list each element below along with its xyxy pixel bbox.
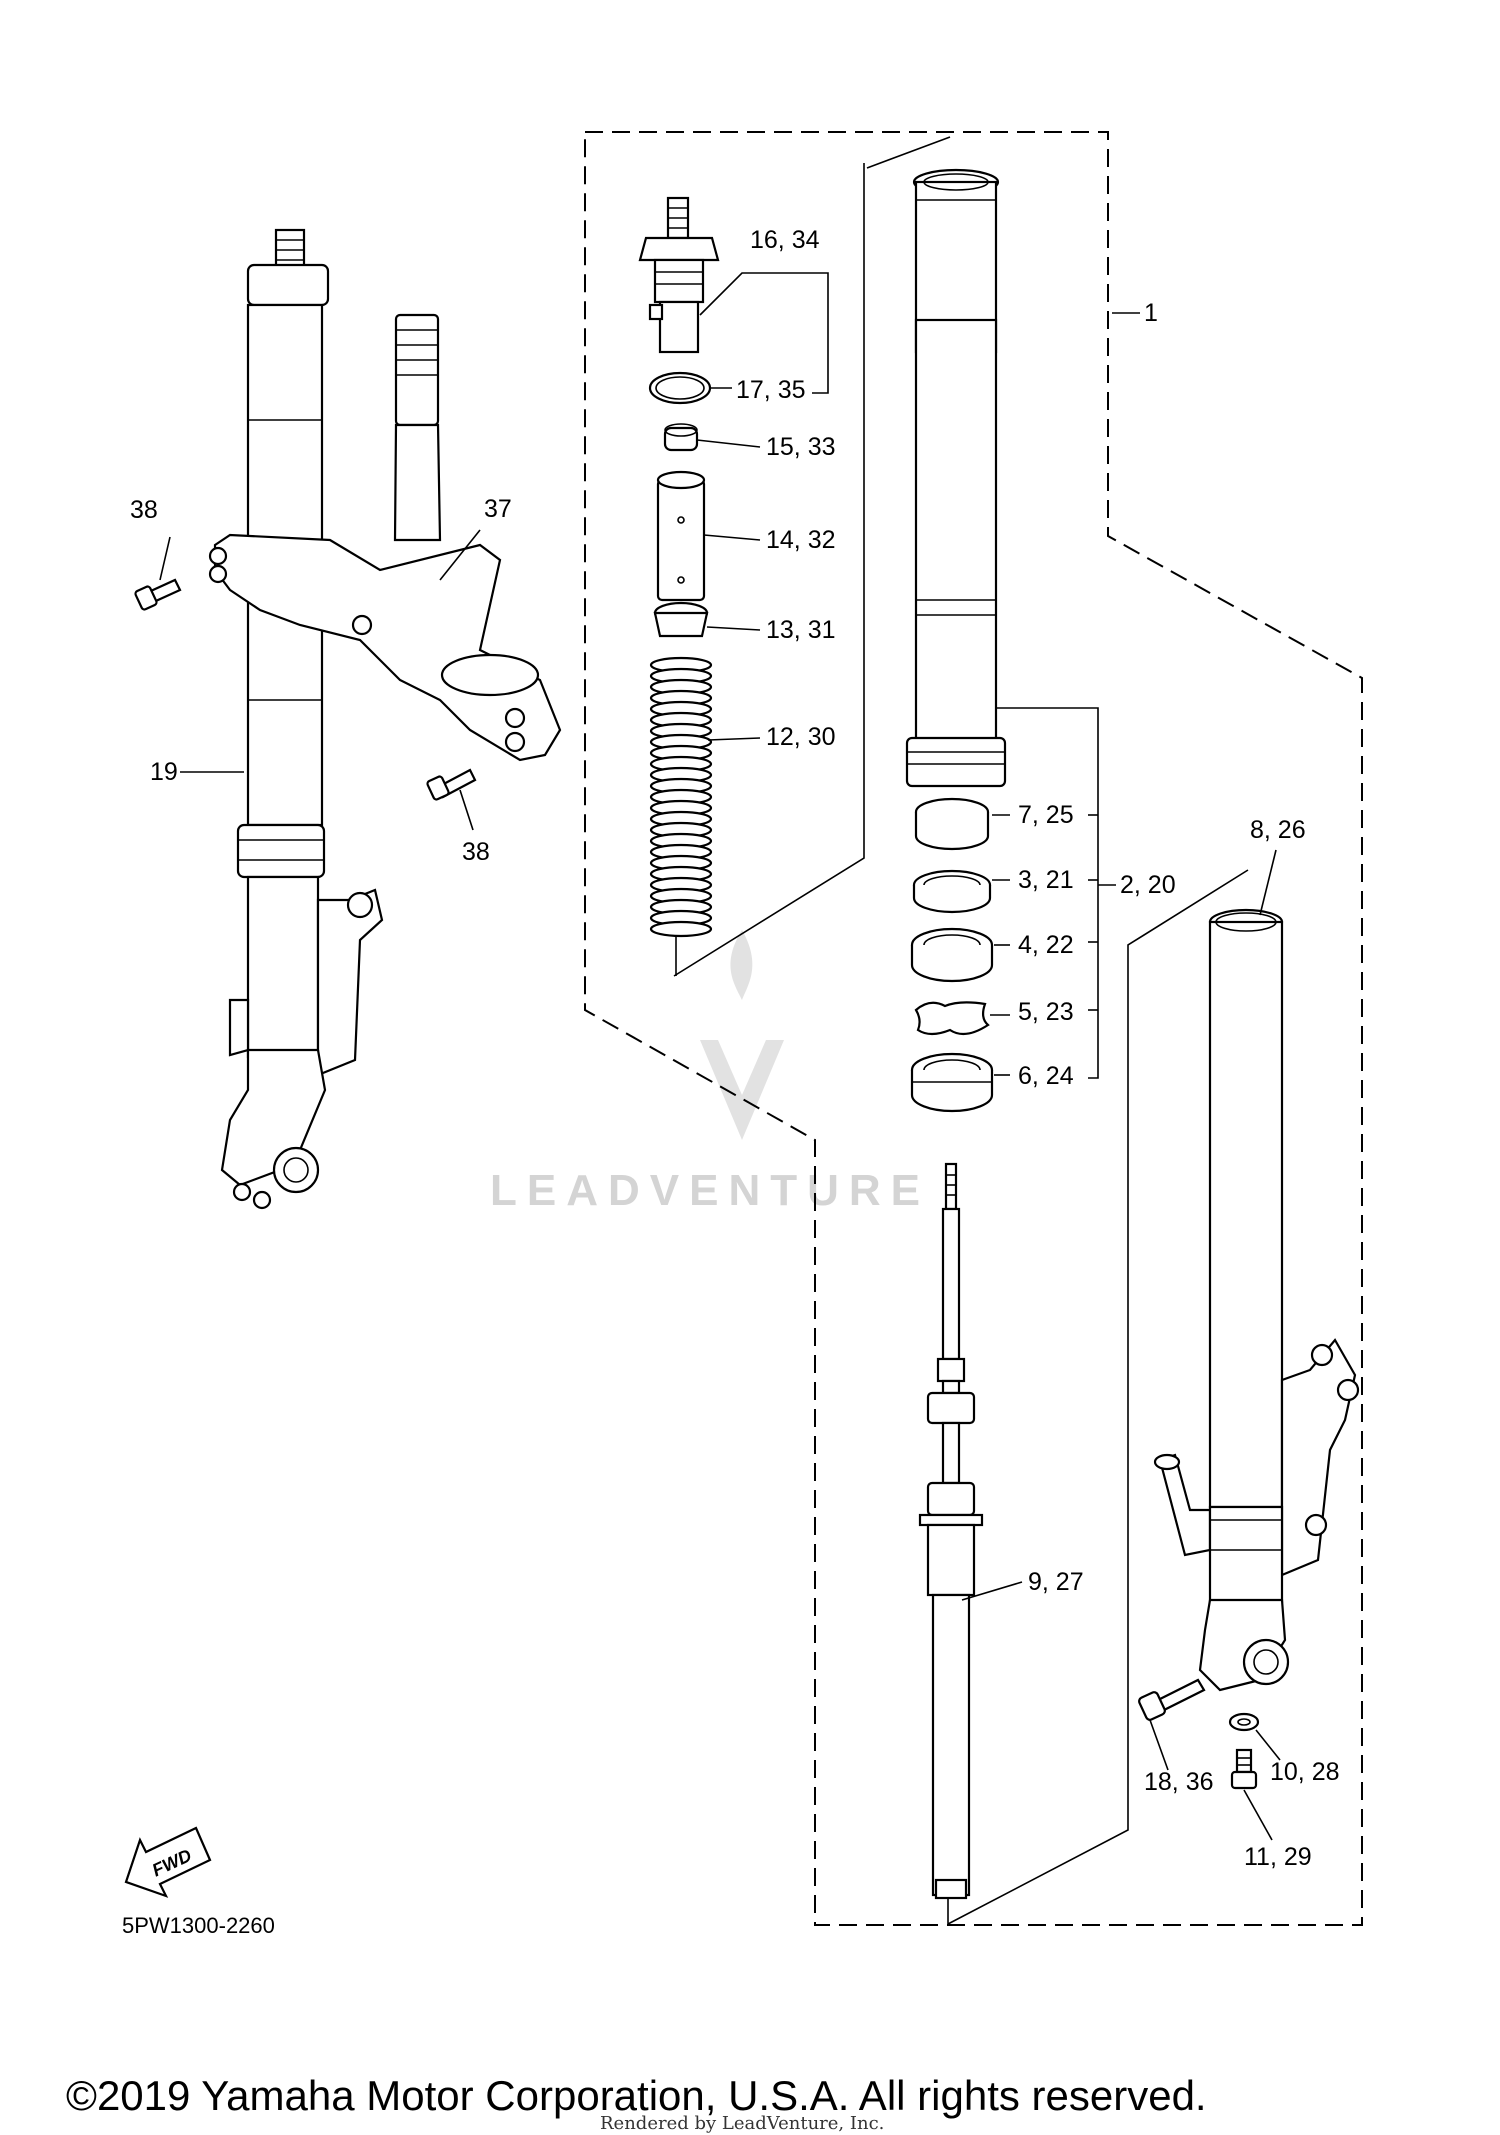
callout-14-32: 14, 32 [766,526,836,554]
washer [1228,1712,1260,1732]
diagram-code: 5PW1300-2260 [122,1913,275,1938]
assembly-boundary [584,131,1363,1926]
callout-10-28: 10, 28 [1270,1758,1340,1786]
callout-38-upper: 38 [130,496,158,524]
callout-15-33: 15, 33 [766,433,836,461]
callout-4-22: 4, 22 [1018,931,1074,959]
callout-18-36: 18, 36 [1144,1768,1214,1796]
fork-spring [649,656,713,938]
callout-2-20: 2, 20 [1120,871,1176,899]
callout-11-29: 11, 29 [1244,1843,1312,1871]
callout-7-25: 7, 25 [1018,801,1074,829]
rendered-by-notice: Rendered by LeadVenture, Inc. [600,2113,884,2134]
inner-tube [1153,908,1360,1692]
fwd-arrow-icon: FWD [124,1826,212,1898]
explode-frame-lines [673,136,1249,1925]
nut [663,423,699,452]
dust-seal [910,1052,994,1113]
bolt-38-upper [134,578,182,611]
callout-3-21: 3, 21 [1018,866,1074,894]
cap-bolt [638,196,720,354]
callout-1: 1 [1144,299,1158,327]
spacer-pipe [656,470,706,602]
outer-tube [905,168,1007,788]
callout-16-34: 16, 34 [750,226,820,254]
assembled-fork-left [220,228,384,1210]
callout-5-23: 5, 23 [1018,998,1074,1026]
bolt-38-lower [426,768,477,801]
callout-17-35: 17, 35 [736,376,806,404]
oil-seal-washer [912,869,992,914]
callout-19: 19 [150,758,178,786]
drain-bolt [1230,1748,1258,1790]
callout-12-30: 12, 30 [766,723,836,751]
watermark-text: LEADVENTURE [490,1166,930,1215]
callout-9-27: 9, 27 [1028,1568,1084,1596]
slide-bushing [914,797,990,851]
steering-stem-bracket [208,313,562,762]
damper-rod [918,1162,984,1900]
callout-38-lower: 38 [462,838,490,866]
leader-lines [159,272,1281,1841]
copyright-notice: ©2019 Yamaha Motor Corporation, U.S.A. A… [66,2072,1207,2119]
callout-13-31: 13, 31 [766,616,836,644]
callout-6-24: 6, 24 [1018,1062,1074,1090]
axle-pinch-bolt [1138,1678,1206,1721]
leadventure-watermark: LEADVENTURE [490,930,930,1215]
spring-seat [653,601,709,638]
callouts: 1 2, 20 3, 21 4, 22 5, 23 6, 24 7, 25 8,… [130,226,1340,1871]
callout-8-26: 8, 26 [1250,816,1306,844]
callout-37: 37 [484,495,512,523]
oil-seal [910,927,994,983]
circlip [914,1001,990,1036]
